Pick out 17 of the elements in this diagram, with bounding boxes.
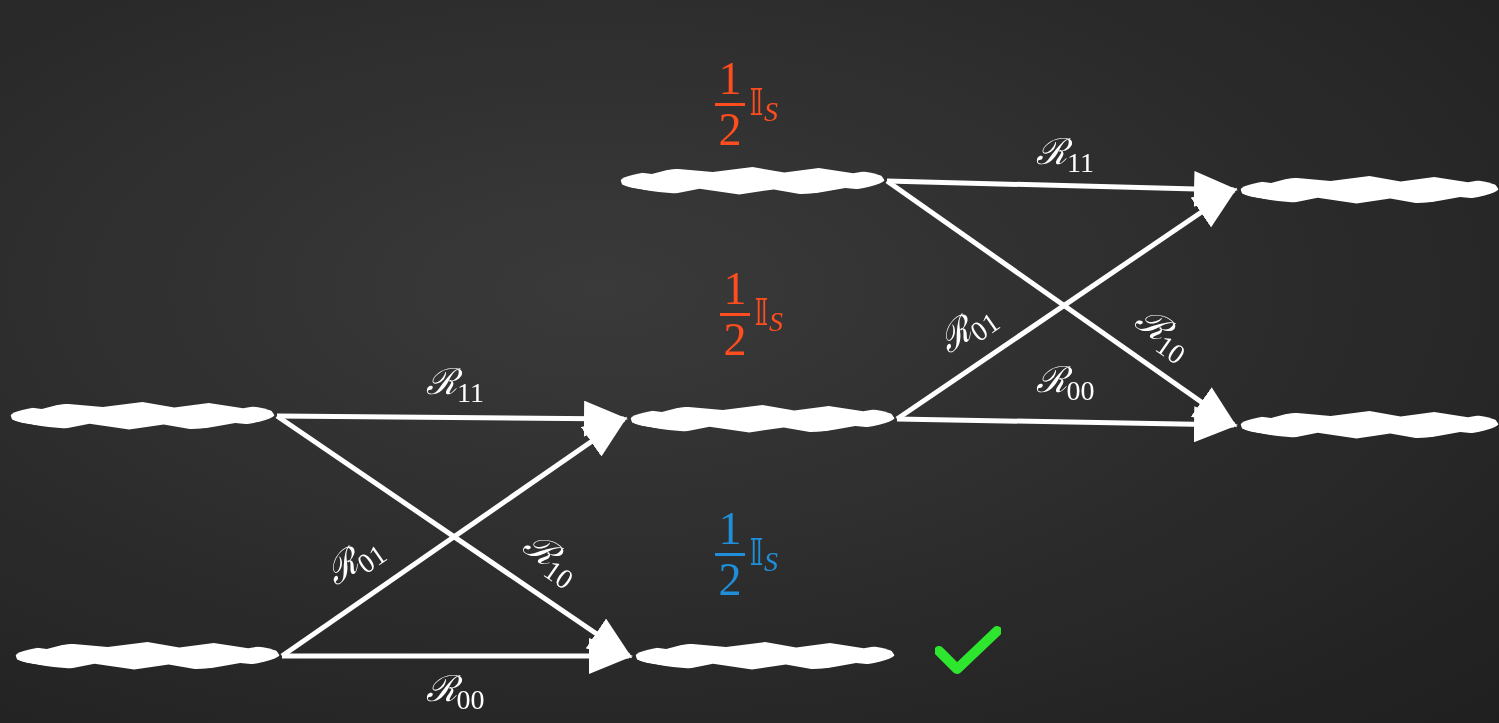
- fraction-numerator: 1: [723, 265, 747, 314]
- operator-symbol: 𝕀$_{S}$: [749, 79, 778, 128]
- edge-label: ℛ$_{11}$: [425, 361, 485, 409]
- fraction-numerator: 1: [718, 55, 742, 104]
- fraction-denominator: 2: [718, 106, 742, 155]
- arrow: [896, 406, 1238, 443]
- edge-label: ℛ$_{00}$: [424, 668, 486, 716]
- edge-label: ℛ$_{00}$: [1034, 359, 1096, 407]
- fraction-denominator: 2: [723, 316, 747, 365]
- arrow: [282, 638, 633, 674]
- operator-symbol: 𝕀$_{S}$: [749, 529, 778, 578]
- fraction-numerator: 1: [718, 505, 742, 554]
- operator-symbol: 𝕀$_{S}$: [754, 289, 783, 338]
- arrow: [886, 170, 1238, 207]
- edge-label: ℛ$_{11}$: [1035, 131, 1095, 179]
- arrow: [276, 400, 628, 437]
- fraction-denominator: 2: [718, 556, 742, 605]
